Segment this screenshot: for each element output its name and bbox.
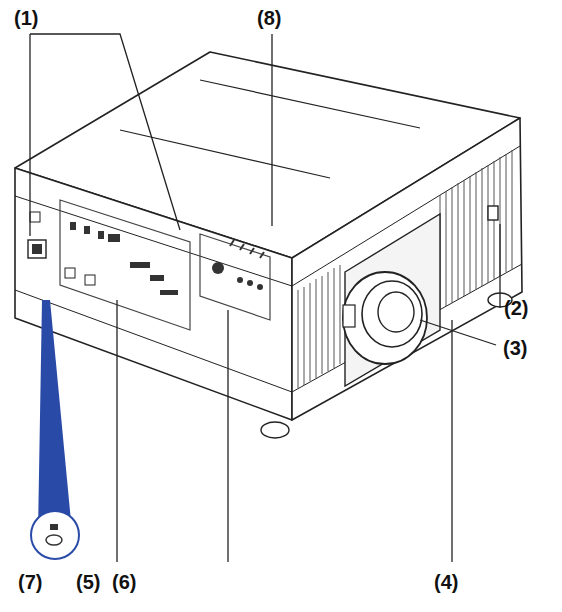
callout-number: (6) <box>112 572 136 592</box>
callout-number: (1) <box>14 8 38 28</box>
callout-number: (2) <box>504 298 528 318</box>
callout-number: (4) <box>434 572 458 592</box>
callout-number: (7) <box>18 572 42 592</box>
callout-number: (8) <box>257 8 281 28</box>
callout-number: (3) <box>503 338 527 358</box>
callout-number: (5) <box>76 572 100 592</box>
